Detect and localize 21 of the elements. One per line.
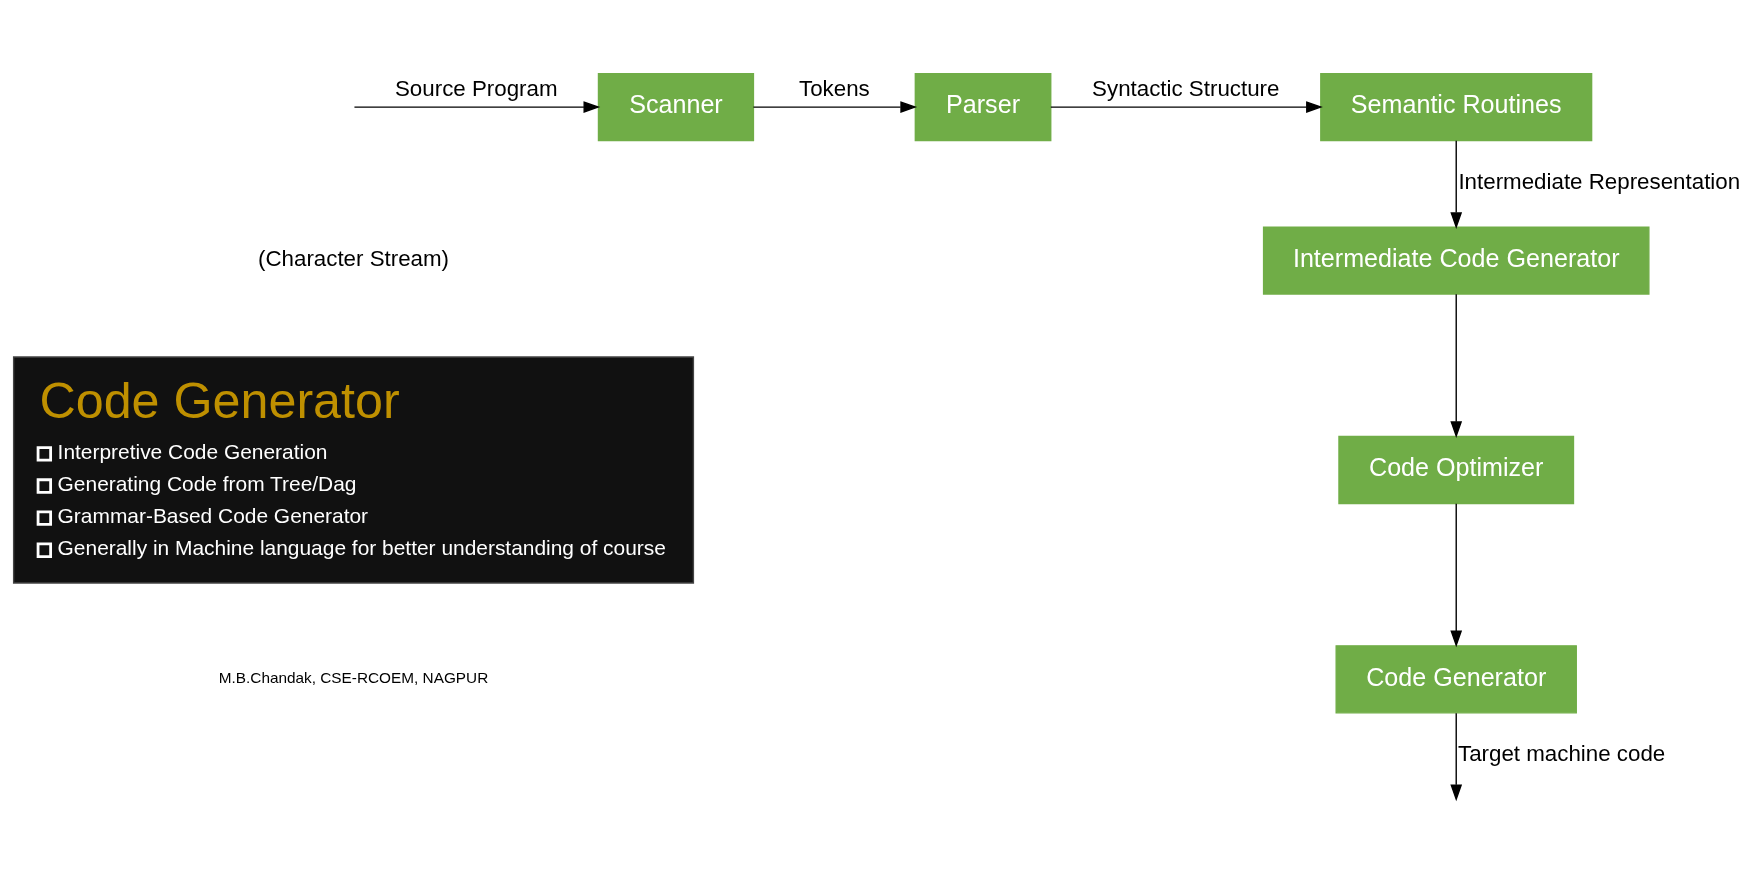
node-box: Code Generator [1335,644,1577,714]
node-box: Semantic Routines [1320,72,1593,141]
node-box: Parser [914,72,1052,141]
edge-label: Target machine code [1457,740,1666,766]
edge-label: Intermediate Representation [1458,168,1741,194]
label: (Character Stream) [257,245,450,271]
arrow [1450,502,1463,647]
arrow [1450,293,1463,438]
arrow [1450,139,1463,229]
arrow [353,100,601,113]
arrow [1450,712,1463,801]
node-box: Intermediate Code Generator [1262,225,1650,295]
node-box: Code Optimizer [1338,435,1575,504]
node-box: Code Generator Interpretive Code Generation Generating Code from Tree/Dag Grammar-Based Code Generator Generally in Machine language for better understanding of course [12,355,695,584]
edge-label: Source Program [394,75,558,101]
edge-label: Tokens [799,75,870,101]
arrow [752,100,918,113]
node-box: Scanner [597,72,755,141]
arrow [1050,100,1323,113]
edge-label: Syntactic Structure [1092,75,1280,101]
label: M.B.Chandak, CSE-RCOEM, NAGPUR [218,668,489,686]
